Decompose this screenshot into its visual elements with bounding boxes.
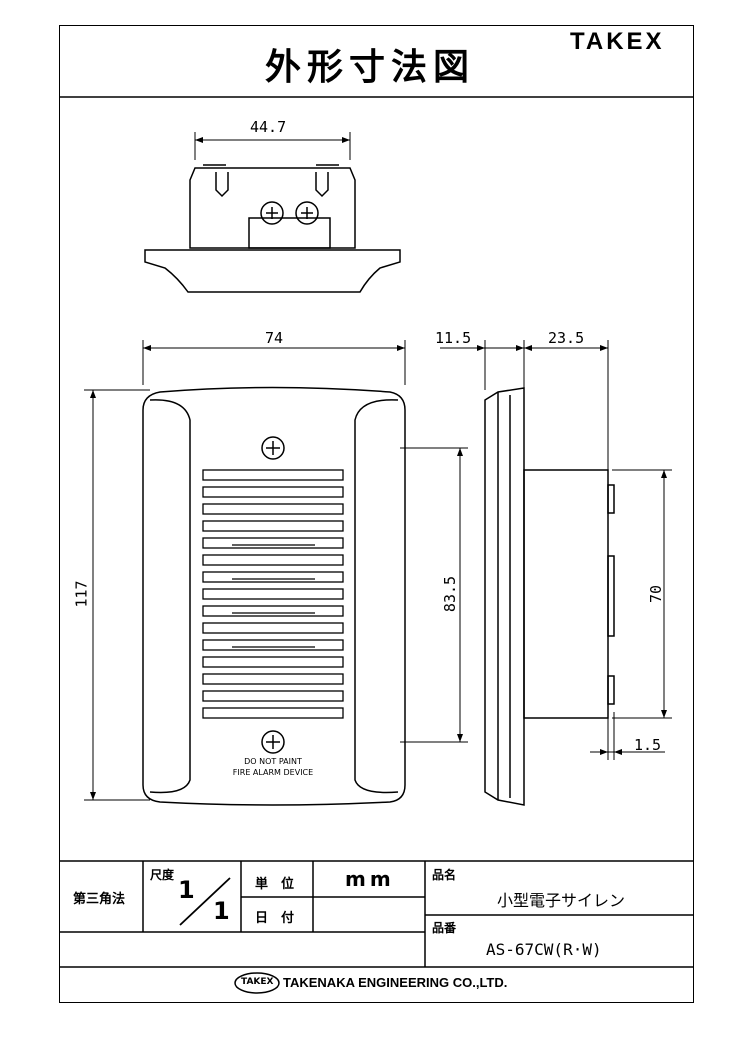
dim-1-5: 1.5 (634, 736, 662, 754)
scale-denominator: 1 (213, 897, 230, 925)
front-view (84, 340, 406, 806)
company-name: TAKENAKA ENGINEERING CO.,LTD. (283, 975, 508, 990)
page-title: 外形寸法図 (264, 47, 475, 88)
date-label: 日 付 (255, 911, 295, 926)
device-label: DO NOT PAINT FIRE ALARM DEVICE (203, 756, 343, 778)
side-view (440, 340, 672, 806)
title-block-lines (59, 860, 694, 994)
projection-method: 第三角法 (73, 892, 126, 907)
product-name-label: 品名 (432, 868, 457, 882)
brand-logo: TAKEX (570, 28, 665, 55)
device-label-line2: FIRE ALARM DEVICE (232, 768, 314, 777)
dim-11-5: 11.5 (435, 329, 472, 347)
dim-70: 70 (647, 584, 666, 604)
dim-74: 74 (265, 329, 284, 347)
company-logo: TAKEX (241, 977, 274, 987)
part-number: AS-67CW(R·W) (486, 940, 602, 959)
device-label-line1: DO NOT PAINT (244, 757, 302, 766)
dim-117: 117 (72, 580, 91, 608)
unit-label: 単 位 (255, 877, 295, 892)
dim-83-5-label: 83.5 (441, 575, 460, 613)
top-view (144, 132, 401, 293)
dim-23-5: 23.5 (548, 329, 585, 347)
product-name: 小型電子サイレン (497, 891, 626, 910)
scale-numerator: 1 (178, 876, 195, 904)
drawing-frame (59, 25, 694, 1003)
scale-label: 尺度 (150, 868, 175, 882)
grille (202, 469, 344, 719)
dim-83-5 (400, 447, 468, 743)
unit-value: mm (345, 867, 395, 891)
dim-44-7: 44.7 (250, 118, 287, 136)
part-number-label: 品番 (432, 921, 457, 935)
